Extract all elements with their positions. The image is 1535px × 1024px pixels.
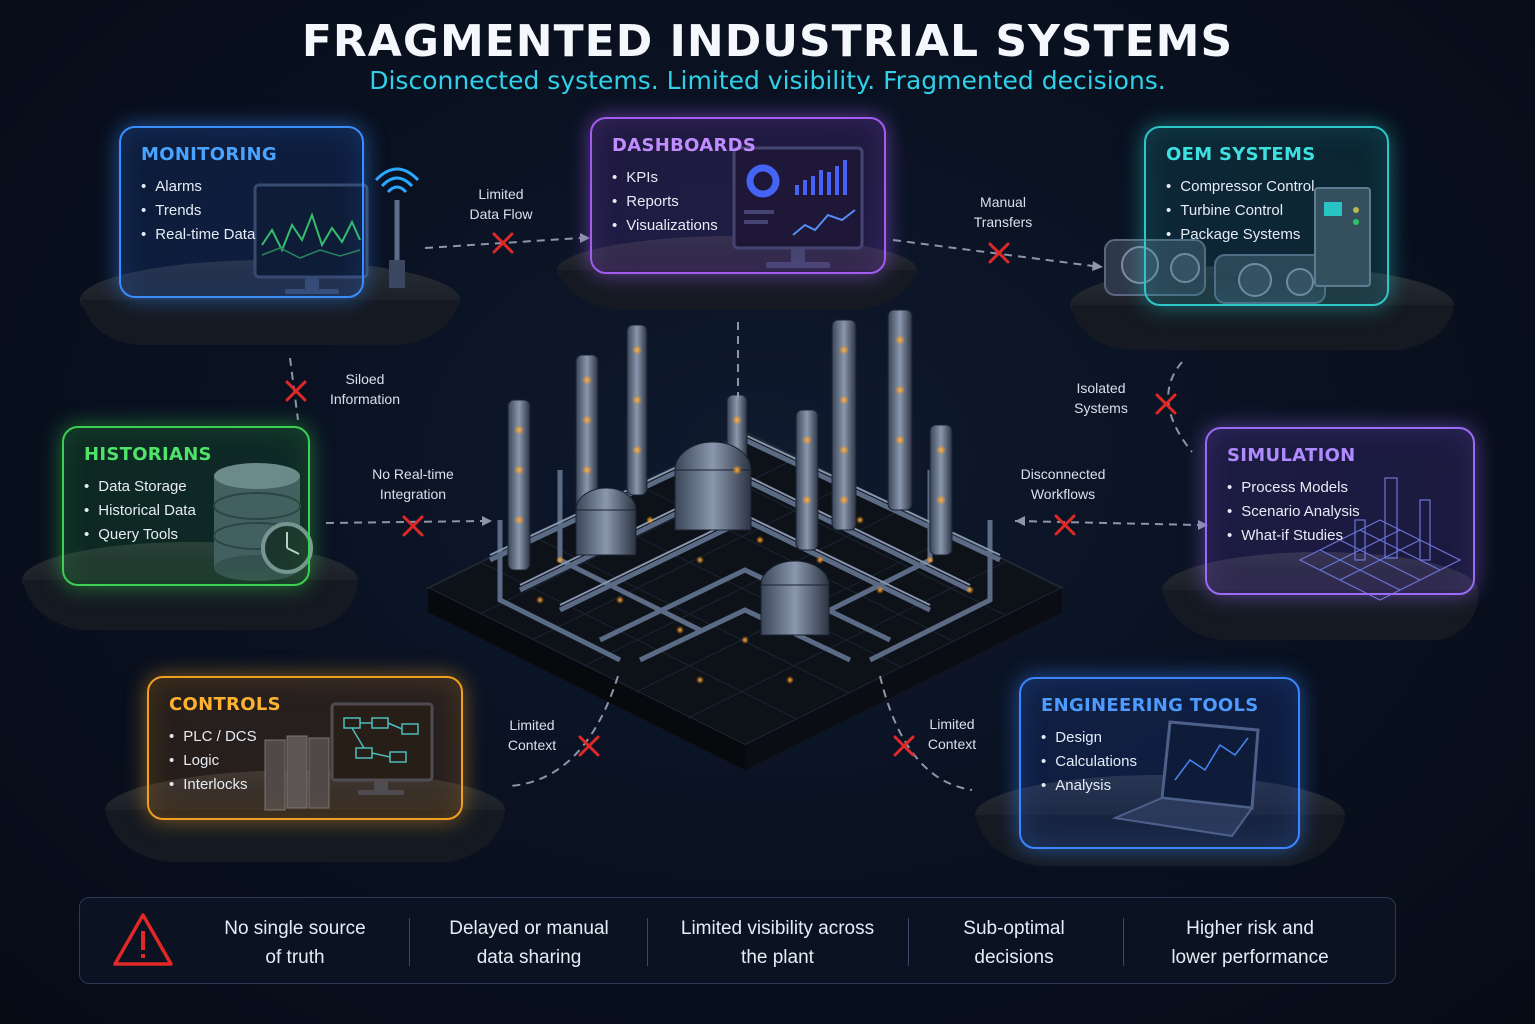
card-dashboards[interactable]: DASHBOARDS KPIs Reports Visualizations — [590, 117, 886, 274]
card-historians-title: HISTORIANS — [84, 444, 212, 465]
divider — [409, 918, 410, 966]
platform-simulation — [1162, 552, 1479, 640]
card-historians[interactable]: HISTORIANS Data Storage Historical Data … — [62, 426, 310, 586]
list-item: KPIs — [612, 166, 864, 190]
card-simulation[interactable]: SIMULATION Process Models Scenario Analy… — [1205, 427, 1475, 595]
card-simulation-title: SIMULATION — [1227, 445, 1356, 466]
list-item: Calculations — [1041, 750, 1278, 774]
list-item: Alarms — [141, 175, 342, 199]
list-item: Trends — [141, 199, 342, 223]
card-monitoring[interactable]: MONITORING Alarms Trends Real-time Data — [119, 126, 364, 298]
list-item: Logic — [169, 749, 441, 773]
list-item: Interlocks — [169, 773, 441, 797]
list-item: Compressor Control — [1166, 175, 1367, 199]
list-item: Turbine Control — [1166, 199, 1367, 223]
list-item: What-if Studies — [1227, 524, 1453, 548]
connector-historians-refinery — [325, 520, 483, 524]
break-x-icon — [285, 380, 307, 402]
list-item: Reports — [612, 190, 864, 214]
antenna-icon — [374, 167, 420, 288]
break-x-icon — [1054, 514, 1076, 536]
list-item: Data Storage — [84, 475, 288, 499]
break-x-icon — [1155, 393, 1177, 415]
card-oem-title: OEM SYSTEMS — [1166, 144, 1316, 165]
page-subtitle: Disconnected systems. Limited visibility… — [369, 66, 1166, 95]
central-refinery — [425, 309, 1065, 770]
card-dashboards-title: DASHBOARDS — [612, 135, 757, 156]
list-item: Design — [1041, 726, 1278, 750]
break-x-icon — [988, 242, 1010, 264]
list-item: PLC / DCS — [169, 725, 441, 749]
list-item: Visualizations — [612, 214, 864, 238]
compressor-illustration — [1104, 187, 1371, 304]
connector-refinery-engineering — [879, 675, 973, 791]
card-controls[interactable]: CONTROLS PLC / DCS Logic Interlocks — [147, 676, 463, 820]
page-title: FRAGMENTED INDUSTRIAL SYSTEMS — [301, 16, 1234, 67]
card-controls-title: CONTROLS — [169, 694, 281, 715]
break-x-icon — [578, 735, 600, 757]
break-x-icon — [402, 515, 424, 537]
divider — [1123, 918, 1124, 966]
platform-dashboards — [557, 236, 917, 310]
list-item: Analysis — [1041, 774, 1278, 798]
divider — [908, 918, 909, 966]
divider — [647, 918, 648, 966]
platform-monitoring — [80, 260, 460, 345]
card-engineering-title: ENGINEERING TOOLS — [1041, 695, 1259, 716]
break-x-icon — [492, 232, 514, 254]
card-monitoring-title: MONITORING — [141, 144, 277, 165]
list-item: Package Systems — [1166, 223, 1367, 247]
connector-dashboards-oem — [892, 239, 1094, 267]
warning-triangle-icon — [113, 913, 173, 966]
list-item: Scenario Analysis — [1227, 500, 1453, 524]
break-x-icon — [893, 735, 915, 757]
list-item: Process Models — [1227, 476, 1453, 500]
connector-refinery-controls — [509, 675, 619, 787]
list-item: Real-time Data — [141, 223, 342, 247]
list-item: Historical Data — [84, 499, 288, 523]
connector-refinery-simulation — [1014, 520, 1199, 526]
card-engineering-tools[interactable]: ENGINEERING TOOLS Design Calculations An… — [1019, 677, 1300, 849]
connector-oem-simulation — [1167, 361, 1193, 453]
card-oem-systems[interactable]: OEM SYSTEMS Compressor Control Turbine C… — [1144, 126, 1389, 306]
list-item: Query Tools — [84, 523, 288, 547]
